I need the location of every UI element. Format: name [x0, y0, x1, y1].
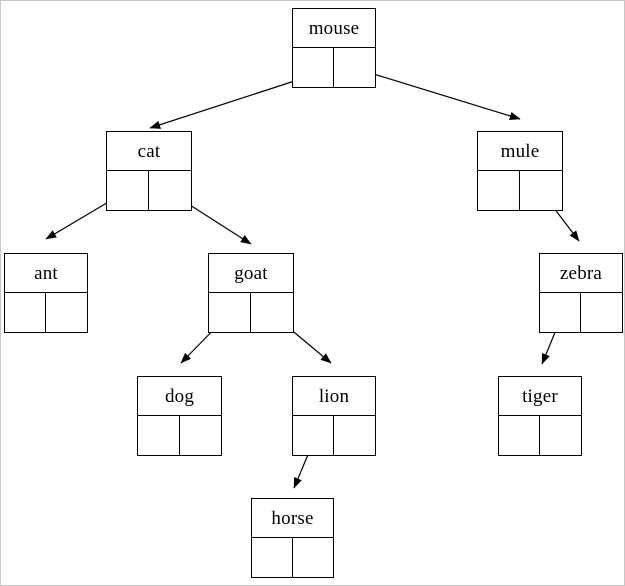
left-pointer-cell-cat[interactable]	[107, 171, 149, 210]
node-label-mule: mule	[478, 132, 562, 171]
node-pointers-dog	[138, 416, 221, 455]
node-pointers-cat	[107, 171, 191, 210]
tree-node-horse[interactable]: horse	[251, 498, 334, 578]
right-pointer-cell-lion[interactable]	[334, 416, 375, 455]
node-label-cat: cat	[107, 132, 191, 171]
left-pointer-cell-lion[interactable]	[293, 416, 334, 455]
right-pointer-cell-cat[interactable]	[149, 171, 191, 210]
tree-node-dog[interactable]: dog	[137, 376, 222, 456]
right-pointer-cell-dog[interactable]	[180, 416, 222, 455]
node-pointers-lion	[293, 416, 375, 455]
node-pointers-zebra	[540, 293, 622, 332]
left-pointer-cell-horse[interactable]	[252, 538, 293, 577]
left-pointer-cell-mouse[interactable]	[293, 48, 334, 87]
edge-mouse-right-to-mule	[353, 67, 521, 121]
right-pointer-cell-mule[interactable]	[520, 171, 562, 210]
tree-node-tiger[interactable]: tiger	[498, 376, 582, 456]
node-label-tiger: tiger	[499, 377, 581, 416]
node-pointers-goat	[209, 293, 293, 332]
node-pointers-tiger	[499, 416, 581, 455]
tree-node-mouse[interactable]: mouse	[292, 8, 376, 88]
node-label-lion: lion	[293, 377, 375, 416]
right-pointer-cell-horse[interactable]	[293, 538, 334, 577]
right-pointer-cell-ant[interactable]	[46, 293, 87, 332]
node-label-ant: ant	[5, 254, 87, 293]
right-pointer-cell-mouse[interactable]	[334, 48, 375, 87]
left-pointer-cell-goat[interactable]	[209, 293, 251, 332]
tree-node-ant[interactable]: ant	[4, 253, 88, 333]
tree-node-mule[interactable]: mule	[477, 131, 563, 211]
right-pointer-cell-tiger[interactable]	[540, 416, 581, 455]
node-pointers-ant	[5, 293, 87, 332]
left-pointer-cell-zebra[interactable]	[540, 293, 581, 332]
node-label-horse: horse	[252, 499, 333, 538]
node-pointers-horse	[252, 538, 333, 577]
node-label-dog: dog	[138, 377, 221, 416]
left-pointer-cell-tiger[interactable]	[499, 416, 540, 455]
node-label-zebra: zebra	[540, 254, 622, 293]
right-pointer-cell-goat[interactable]	[251, 293, 293, 332]
left-pointer-cell-ant[interactable]	[5, 293, 46, 332]
node-pointers-mouse	[293, 48, 375, 87]
node-label-mouse: mouse	[293, 9, 375, 48]
tree-node-lion[interactable]: lion	[292, 376, 376, 456]
right-pointer-cell-zebra[interactable]	[581, 293, 622, 332]
tree-node-zebra[interactable]: zebra	[539, 253, 623, 333]
edge-mouse-left-to-cat	[149, 74, 314, 129]
node-label-goat: goat	[209, 254, 293, 293]
left-pointer-cell-dog[interactable]	[138, 416, 180, 455]
tree-node-cat[interactable]: cat	[106, 131, 192, 211]
tree-node-goat[interactable]: goat	[208, 253, 294, 333]
left-pointer-cell-mule[interactable]	[478, 171, 520, 210]
node-pointers-mule	[478, 171, 562, 210]
